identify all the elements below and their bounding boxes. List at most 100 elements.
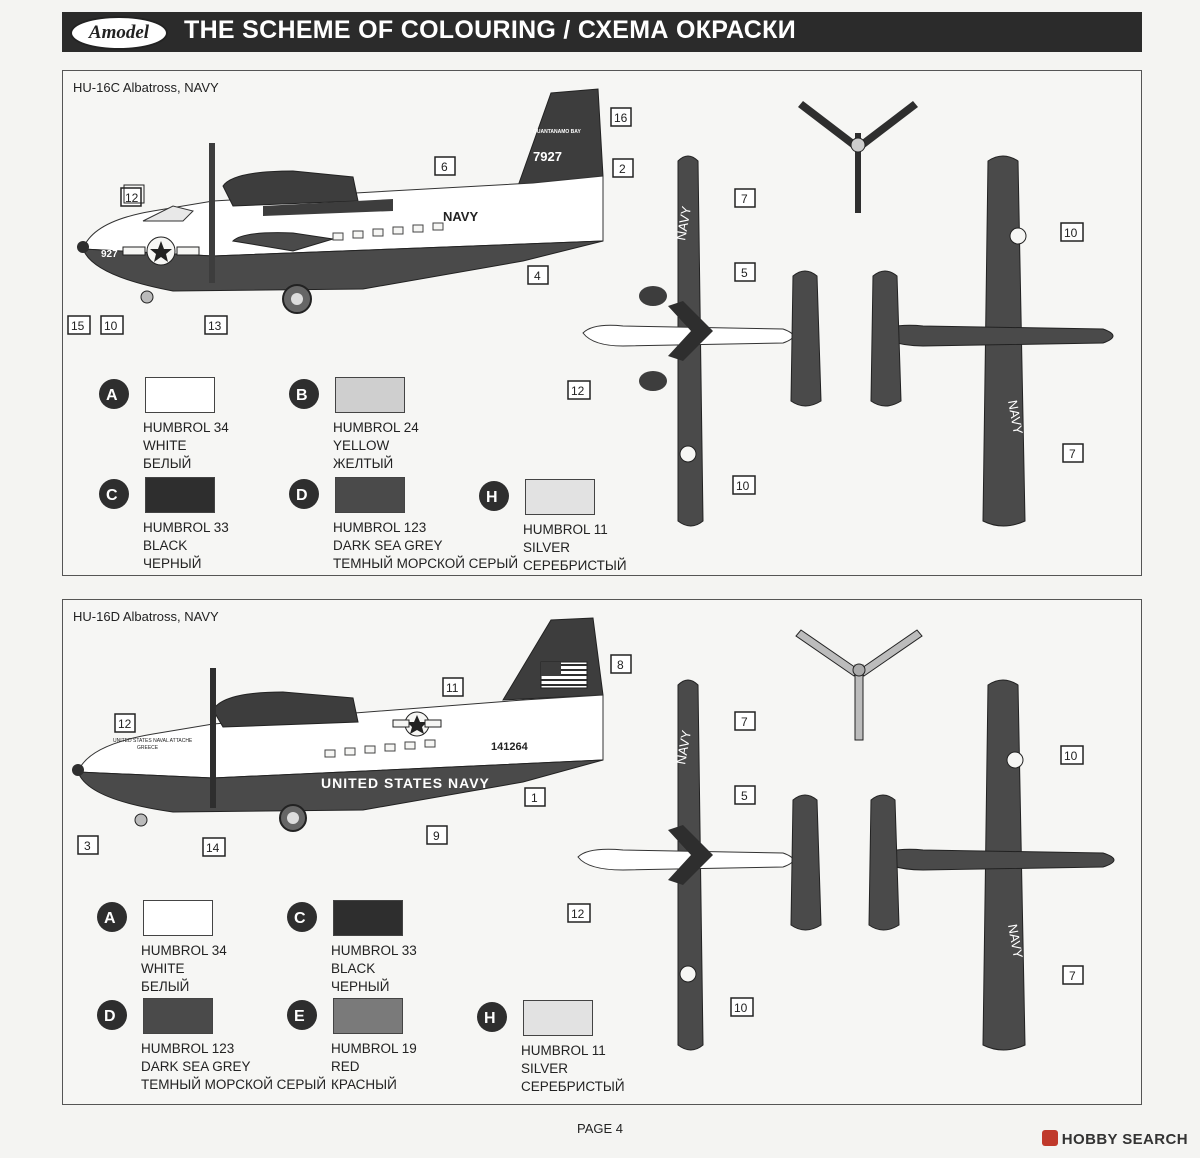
paint-ru: СЕРЕБРИСТЫЙ [523,558,627,573]
scheme-panel-hu16c: HU-16C Albatross, NAVY [62,70,1142,576]
paint-ru: КРАСНЫЙ [331,1077,397,1092]
watermark-icon [1041,1130,1058,1146]
svg-text:6: 6 [441,160,448,174]
color-swatch [145,377,215,413]
navy-text: NAVY [443,209,478,224]
color-swatch [333,900,403,936]
svg-text:10: 10 [104,319,118,333]
watermark-text: HOBBY SEARCH [1061,1131,1188,1148]
paint-name: HUMBROL 19 [331,1041,417,1056]
svg-text:B: B [296,387,308,404]
page-title: THE SCHEME OF COLOURING / СХЕМА ОКРАСКИ [184,16,796,44]
paint-badge-icon: E [287,1000,317,1030]
color-swatch [145,477,215,513]
svg-text:12: 12 [118,717,132,731]
color-swatch [335,377,405,413]
svg-text:NAVY: NAVY [1005,923,1026,960]
svg-text:10: 10 [1064,749,1078,763]
tail-number: 141264 [491,741,529,753]
nose-text: UNITED STATES NAVAL ATTACHE [113,738,193,744]
paint-badge-icon: H [477,1002,507,1032]
paint-ru: ЧЕРНЫЙ [331,979,390,994]
color-swatch [143,900,213,936]
hull-text: UNITED STATES NAVY [321,775,490,791]
brand-logo: Amodel [70,16,168,50]
svg-text:12: 12 [571,384,585,398]
svg-text:13: 13 [208,319,222,333]
svg-text:14: 14 [206,841,220,855]
paint-ru: ЖЕЛТЫЙ [333,456,394,471]
side-view-aircraft [72,617,604,832]
paint-name: HUMBROL 123 [141,1041,235,1056]
paint-ru: ЧЕРНЫЙ [143,556,202,571]
paint-ru: БЕЛЫЙ [141,979,190,994]
svg-text:15: 15 [71,319,85,333]
paint-en: SILVER [521,1061,569,1076]
svg-text:10: 10 [736,479,750,493]
svg-text:7: 7 [1069,447,1076,461]
nose-number: 927 [101,249,118,260]
panel-title: HU-16D Albatross, NAVY [73,609,219,624]
svg-text:D: D [296,487,308,504]
svg-text:12: 12 [125,191,139,205]
paint-en: BLACK [331,961,376,976]
nose-text-2: GREECE [137,745,159,751]
bottom-view-aircraft: NAVY [870,155,1114,527]
svg-text:8: 8 [617,658,624,672]
svg-text:D: D [104,1008,116,1025]
paint-name: HUMBROL 11 [521,1043,606,1058]
navy-marking-side: NAVY 7927 GUANTANAMO BAY 927 [101,129,581,260]
paint-badge-icon: A [99,379,129,409]
svg-text:10: 10 [734,1001,748,1015]
paint-ru: БЕЛЫЙ [143,456,192,471]
top-view-aircraft: NAVY [582,155,822,527]
paint-name: HUMBROL 24 [333,420,419,435]
page-number: PAGE 4 [576,1121,623,1136]
aircraft-drawings: 12 6 16 2 4 15 10 13 NAVY 7927 GUANTANAM… [67,88,1114,527]
top-view-aircraft: NAVY [577,679,822,1051]
side-view-aircraft [77,88,604,314]
header-bar [62,12,1142,52]
paint-badge-icon: C [287,902,317,932]
svg-text:H: H [486,489,498,506]
svg-text:1: 1 [531,791,538,805]
paint-badge-icon: B [289,379,319,409]
color-swatch [333,998,403,1034]
svg-text:C: C [106,487,118,504]
propeller-view [795,629,923,741]
color-swatch [143,998,213,1034]
svg-text:5: 5 [741,789,748,803]
svg-text:3: 3 [84,839,91,853]
svg-text:2: 2 [619,162,626,176]
paint-ru: СЕРЕБРИСТЫЙ [521,1079,625,1094]
paint-en: WHITE [143,438,187,453]
paint-en: DARK SEA GREY [333,538,443,553]
bottom-view-aircraft: NAVY [868,679,1115,1051]
svg-text:16: 16 [614,111,628,125]
color-swatch [523,1000,593,1036]
svg-text:H: H [484,1010,496,1027]
paint-en: BLACK [143,538,188,553]
paint-en: WHITE [141,961,185,976]
number-callouts: 12 6 16 2 4 15 10 13 [67,107,634,335]
paint-name: HUMBROL 33 [331,943,417,958]
paint-name: HUMBROL 11 [523,522,608,537]
svg-text:11: 11 [446,681,459,695]
paint-en: SILVER [523,540,571,555]
paint-badge-icon: C [99,479,129,509]
watermark: HOBBY SEARCH [1041,1130,1188,1148]
svg-text:7: 7 [741,192,748,206]
panel-title: HU-16C Albatross, NAVY [73,80,219,95]
tail-text: GUANTANAMO BAY [533,129,581,135]
svg-text:NAVY: NAVY [673,205,694,242]
propeller-view [798,101,918,213]
paint-ru: ТЕМНЫЙ МОРСКОЙ СЕРЫЙ [333,556,519,571]
paint-name: HUMBROL 34 [141,943,227,958]
paint-badge-icon: A [97,902,127,932]
aircraft-drawings: UNITED STATES NAVY 141264 UNITED STATES … [72,617,1115,1051]
svg-text:9: 9 [433,829,440,843]
paint-ru: ТЕМНЫЙ МОРСКОЙ СЕРЫЙ [141,1077,327,1092]
paint-badge-icon: D [289,479,319,509]
svg-text:5: 5 [741,266,748,280]
svg-text:7: 7 [1069,969,1076,983]
